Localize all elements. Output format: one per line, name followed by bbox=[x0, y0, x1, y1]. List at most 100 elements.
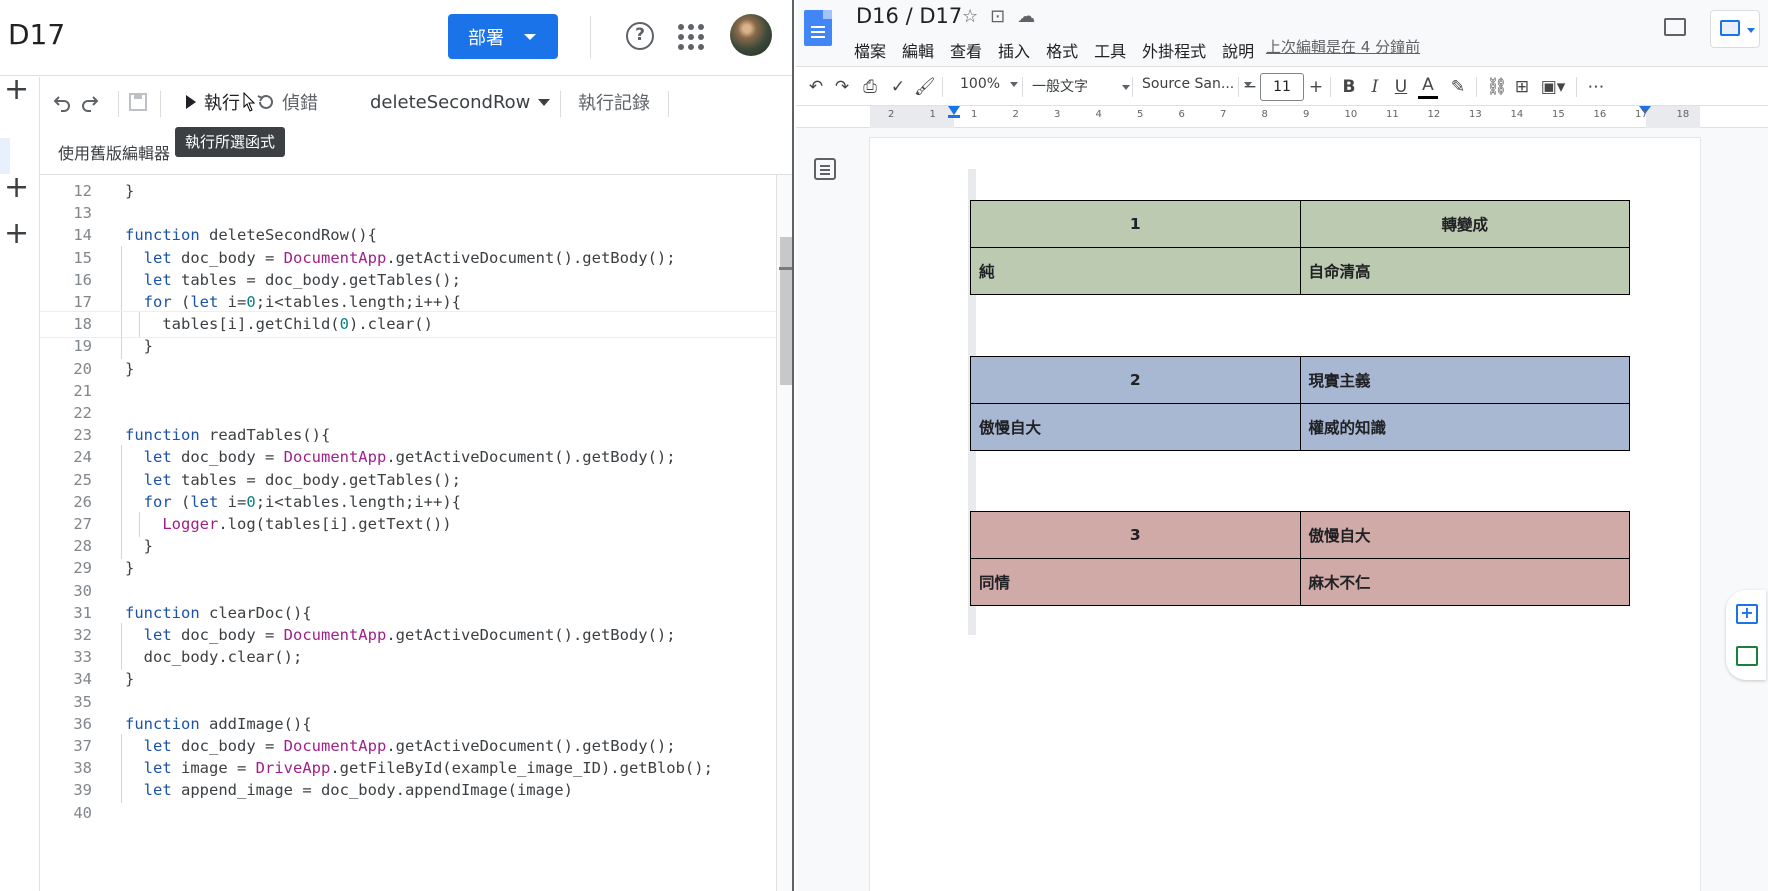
menu-item[interactable]: 外掛程式 bbox=[1142, 42, 1207, 61]
zoom-select[interactable]: 100% bbox=[960, 76, 1019, 92]
apps-grid-icon[interactable] bbox=[678, 24, 704, 50]
code-line[interactable]: 30 bbox=[40, 579, 776, 604]
document-outline-icon[interactable] bbox=[814, 158, 836, 180]
bold-icon[interactable]: B bbox=[1342, 77, 1356, 97]
table-cell[interactable]: 純 bbox=[970, 247, 1301, 295]
docs-logo-icon[interactable] bbox=[804, 10, 832, 46]
code-line[interactable]: 37 let doc_body = DocumentApp.getActiveD… bbox=[40, 734, 776, 759]
menu-item[interactable]: 說明 bbox=[1222, 42, 1255, 61]
text-color-icon[interactable]: A bbox=[1418, 75, 1438, 99]
table-cell[interactable]: 2 bbox=[970, 356, 1301, 404]
code-line[interactable]: 15 let doc_body = DocumentApp.getActiveD… bbox=[40, 245, 776, 271]
right-indent-marker[interactable] bbox=[1639, 106, 1651, 114]
menu-item[interactable]: 格式 bbox=[1046, 42, 1079, 61]
decrease-font-size-icon[interactable]: − bbox=[1242, 77, 1258, 97]
more-icon[interactable]: ⋯ bbox=[1587, 77, 1605, 97]
add-library-icon[interactable]: + bbox=[4, 170, 30, 205]
code-line[interactable]: 39 let append_image = doc_body.appendIma… bbox=[40, 778, 776, 804]
redo-icon[interactable]: ↷ bbox=[834, 77, 850, 97]
table-cell[interactable]: 自命清高 bbox=[1299, 247, 1630, 295]
share-button[interactable] bbox=[1710, 10, 1760, 48]
code-line[interactable]: 34} bbox=[40, 667, 776, 692]
code-line[interactable]: 28 } bbox=[40, 534, 776, 560]
help-icon[interactable]: ? bbox=[626, 22, 654, 50]
execution-log-button[interactable]: 執行記錄 bbox=[578, 85, 650, 119]
table-cell[interactable]: 傲慢自大 bbox=[1299, 511, 1630, 559]
table-cell[interactable]: 現實主義 bbox=[1299, 356, 1630, 404]
menu-item[interactable]: 工具 bbox=[1094, 42, 1127, 61]
use-legacy-editor-link[interactable]: 使用舊版編輯器 bbox=[58, 144, 171, 163]
code-line[interactable]: 17 for (let i=0;i<tables.length;i++){ bbox=[40, 290, 776, 315]
table-cell[interactable]: 3 bbox=[970, 511, 1301, 559]
table-cell[interactable]: 麻木不仁 bbox=[1299, 558, 1630, 606]
table-cell[interactable]: 轉變成 bbox=[1299, 200, 1630, 248]
code-line[interactable]: 16 let tables = doc_body.getTables(); bbox=[40, 267, 776, 293]
deploy-button[interactable]: 部署 bbox=[448, 14, 558, 59]
table-cell[interactable]: 傲慢自大 bbox=[970, 403, 1301, 451]
menu-item[interactable]: 查看 bbox=[950, 42, 983, 61]
increase-font-size-icon[interactable]: + bbox=[1308, 77, 1324, 97]
code-line[interactable]: 29} bbox=[40, 556, 776, 581]
undo-icon[interactable] bbox=[52, 85, 72, 119]
run-button[interactable]: 執行 bbox=[186, 85, 240, 119]
document-title[interactable]: D16 / D17 bbox=[856, 4, 963, 28]
table-cell[interactable]: 同情 bbox=[970, 558, 1301, 606]
redo-icon[interactable] bbox=[80, 85, 100, 119]
code-line[interactable]: 40 bbox=[40, 801, 776, 826]
highlight-icon[interactable]: ✎ bbox=[1450, 77, 1466, 97]
code-line[interactable]: 20} bbox=[40, 357, 776, 382]
scrollbar-thumb[interactable] bbox=[780, 237, 792, 385]
code-line[interactable]: 12} bbox=[40, 179, 776, 204]
add-file-icon[interactable]: + bbox=[4, 72, 30, 107]
spellcheck-icon[interactable]: ✓ bbox=[890, 77, 906, 97]
add-service-icon[interactable]: + bbox=[4, 216, 30, 251]
menu-item[interactable]: 檔案 bbox=[854, 42, 887, 61]
star-icon[interactable]: ☆ bbox=[962, 6, 979, 27]
function-select[interactable]: deleteSecondRow bbox=[370, 85, 551, 119]
style-select[interactable]: 一般文字 bbox=[1032, 76, 1130, 96]
move-folder-icon[interactable]: ⊡ bbox=[990, 6, 1006, 27]
cloud-status-icon[interactable]: ☁ bbox=[1017, 6, 1036, 27]
code-line[interactable]: 26 for (let i=0;i<tables.length;i++){ bbox=[40, 489, 776, 515]
code-line[interactable]: 22 bbox=[40, 401, 776, 426]
active-file-highlight[interactable] bbox=[0, 138, 10, 174]
save-icon[interactable] bbox=[128, 85, 148, 119]
underline-icon[interactable]: U bbox=[1394, 77, 1408, 97]
undo-icon[interactable]: ↶ bbox=[808, 77, 824, 97]
debug-button[interactable]: 偵錯 bbox=[256, 85, 318, 119]
paint-format-icon[interactable]: 🖌 bbox=[914, 77, 936, 97]
print-icon[interactable]: ⎙ bbox=[863, 77, 877, 97]
code-line[interactable]: 32 let doc_body = DocumentApp.getActiveD… bbox=[40, 623, 776, 648]
code-line[interactable]: 38 let image = DriveApp.getFileById(exam… bbox=[40, 756, 776, 782]
left-indent-marker[interactable] bbox=[948, 106, 960, 115]
insert-link-icon[interactable]: ⛓ bbox=[1486, 77, 1508, 97]
table-cell[interactable]: 1 bbox=[970, 200, 1301, 248]
suggest-edits-icon[interactable] bbox=[1736, 646, 1758, 666]
code-line[interactable]: 18 tables[i].getChild(0).clear() bbox=[40, 311, 776, 339]
table-cell[interactable]: 權威的知識 bbox=[1299, 403, 1630, 451]
code-line[interactable]: 19 } bbox=[40, 334, 776, 360]
code-line[interactable]: 33 doc_body.clear(); bbox=[40, 645, 776, 671]
font-select[interactable]: Source San... bbox=[1142, 76, 1253, 92]
code-line[interactable]: 13 bbox=[40, 201, 776, 226]
menu-item[interactable]: 編輯 bbox=[902, 42, 935, 61]
add-comment-icon[interactable]: ⊞ bbox=[1514, 77, 1530, 97]
last-edit-link[interactable]: 上次編輯是在 4 分鐘前 bbox=[1266, 38, 1421, 56]
code-line[interactable]: 25 let tables = doc_body.getTables(); bbox=[40, 467, 776, 493]
font-size-input[interactable]: 11 bbox=[1260, 73, 1304, 101]
code-line[interactable]: 27 Logger.log(tables[i].getText()) bbox=[40, 512, 776, 537]
add-comment-icon[interactable]: + bbox=[1736, 604, 1758, 624]
project-title[interactable]: D17 bbox=[8, 18, 66, 51]
code-line[interactable]: 35 bbox=[40, 690, 776, 715]
italic-icon[interactable]: I bbox=[1371, 77, 1379, 97]
code-line[interactable]: 21 bbox=[40, 379, 776, 404]
menu-item[interactable]: 插入 bbox=[998, 42, 1031, 61]
